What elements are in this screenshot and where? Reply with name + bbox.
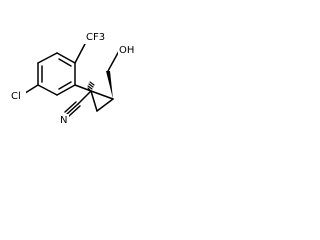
stereo-hash-bond xyxy=(87,81,95,92)
benzene-ring xyxy=(37,52,76,96)
n-label-mask xyxy=(59,114,69,126)
bond-to-hydroxyl xyxy=(107,50,120,72)
nitrile-triple-bond-offset-1 xyxy=(68,105,81,117)
hydroxyl-label: OH xyxy=(119,45,134,56)
substituent-bonds xyxy=(21,41,114,117)
oh-label-mask xyxy=(118,44,140,56)
bond-to-cf3 xyxy=(74,41,87,64)
cf3-label: CF3 xyxy=(86,32,105,43)
cyclopropane-bond-top xyxy=(90,90,114,100)
cyclopropane-bond-left xyxy=(90,90,98,112)
cl-label-mask xyxy=(10,90,26,102)
nitrile-nitrogen-label: N xyxy=(60,115,67,126)
chemical-structure: CF3 Cl N OH xyxy=(10,30,140,126)
bond-aryl-to-cyclopropane xyxy=(74,84,92,92)
chloro-label: Cl xyxy=(11,91,21,102)
bond-to-nitrile-carbon xyxy=(77,90,92,105)
stereo-wedge-bond xyxy=(106,71,113,99)
cf3-label-mask xyxy=(84,30,112,44)
nitrile-triple-bond-offset-2 xyxy=(64,101,77,113)
nitrile-triple-bond-main xyxy=(66,103,79,115)
cyclopropane-bond-bottom xyxy=(96,98,114,112)
